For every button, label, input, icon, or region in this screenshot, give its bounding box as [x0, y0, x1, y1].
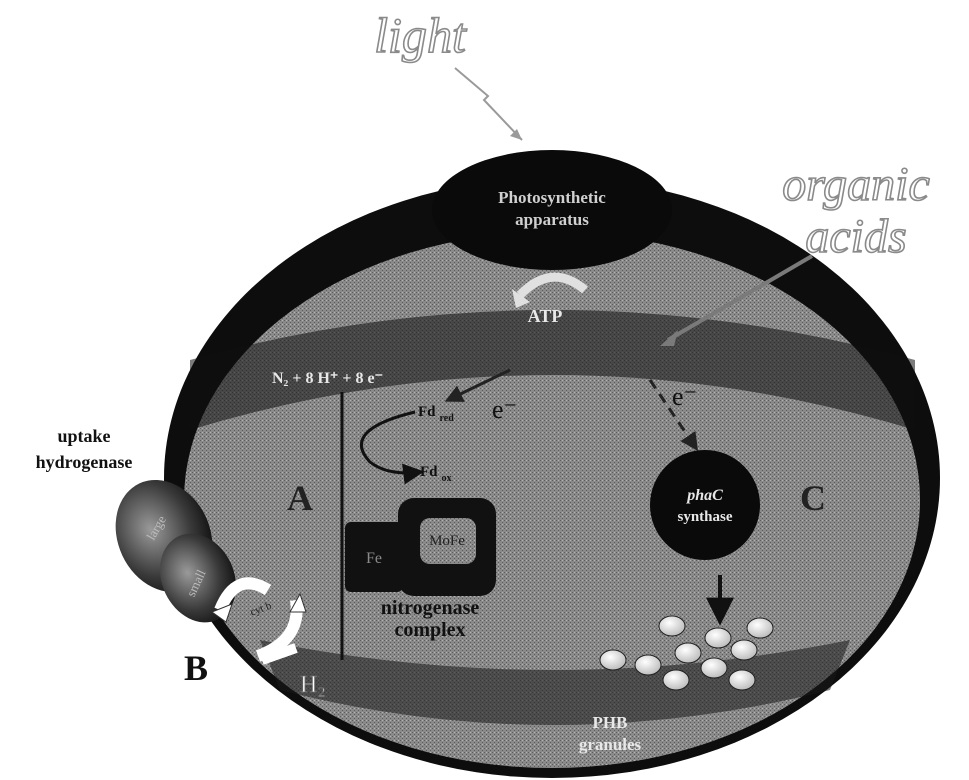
phb-granule [701, 658, 727, 678]
phb-granule [747, 618, 773, 638]
phb-granule [663, 670, 689, 690]
h2-label: H₂ [300, 672, 326, 698]
acids-label: acids [805, 210, 906, 263]
atp-label: ATP [528, 306, 563, 326]
phb-granule [705, 628, 731, 648]
light-label: light [374, 7, 467, 63]
electron-left-label: e⁻ [492, 395, 517, 424]
photosynthetic-label: Photosynthetic [498, 188, 606, 207]
uptake-label: uptake [57, 426, 110, 446]
region-a-label: A [287, 478, 313, 518]
phac-synthase [650, 450, 760, 560]
phac-label: phaC [685, 487, 723, 504]
region-b-label: B [184, 648, 208, 688]
synthase-label: synthase [677, 509, 732, 525]
phb-granule [635, 655, 661, 675]
phb-granule [675, 643, 701, 663]
complex-label: complex [394, 619, 465, 641]
region-c-label: C [800, 478, 826, 518]
phb-granule [729, 670, 755, 690]
phb-granule [731, 640, 757, 660]
apparatus-label: apparatus [515, 210, 589, 229]
nitrogenase-label: nitrogenase [381, 597, 480, 619]
lightning-icon [455, 68, 522, 140]
mofe-label: MoFe [429, 533, 465, 549]
phb-granule [659, 616, 685, 636]
fe-label: Fe [366, 550, 382, 567]
organic-label: organic [782, 158, 930, 211]
n2-reaction: N₂ + 8 H⁺ + 8 e⁻ [272, 370, 383, 387]
hydrogenase-label: hydrogenase [36, 452, 133, 472]
phb-granule [600, 650, 626, 670]
phb-label: PHB [593, 713, 628, 732]
granules-label: granules [579, 735, 642, 754]
electron-right-label: e⁻ [672, 382, 697, 411]
